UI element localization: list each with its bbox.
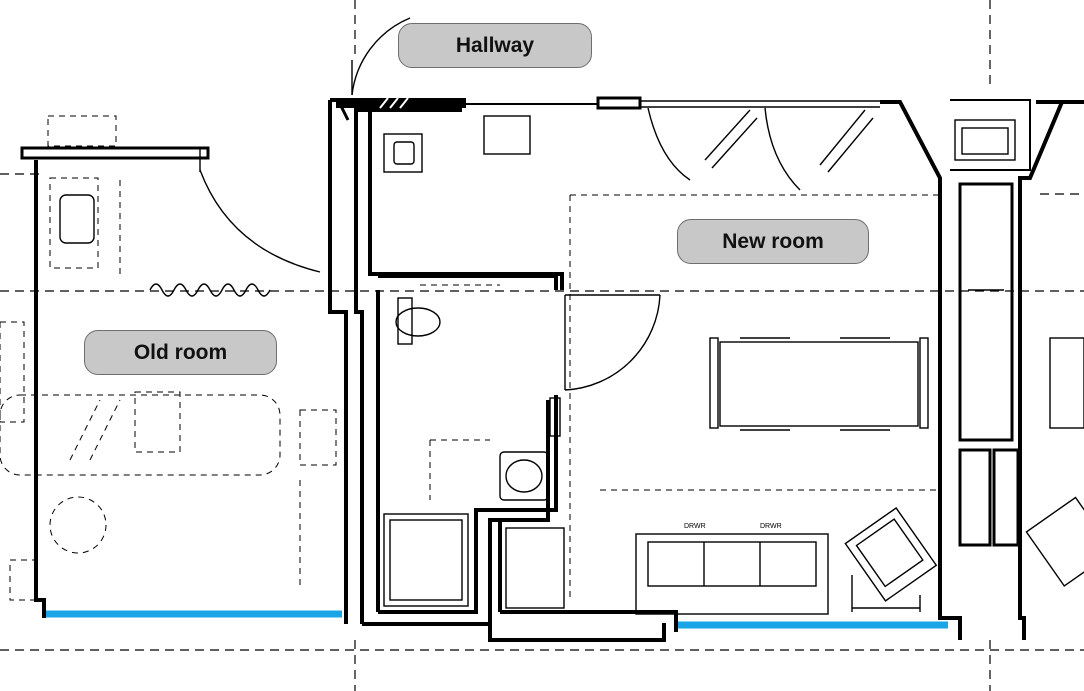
wall-hatch (336, 97, 466, 121)
column-fixtures (954, 119, 1016, 291)
label-old-room: Old room (84, 330, 277, 375)
window-highlights (46, 610, 948, 629)
old-room-furniture (0, 115, 337, 601)
bathroom-fixtures (383, 115, 565, 609)
privacy-curtain (149, 283, 271, 297)
walls (20, 96, 1084, 642)
drawer-label-2: DRWR (760, 523, 782, 530)
doors (199, 17, 874, 391)
new-room-furniture (569, 194, 1084, 615)
drawer-labels: DRWR DRWR (684, 523, 782, 530)
label-new-room: New room (677, 219, 869, 264)
label-hallway: Hallway (398, 23, 592, 68)
drawer-label-1: DRWR (684, 523, 706, 530)
